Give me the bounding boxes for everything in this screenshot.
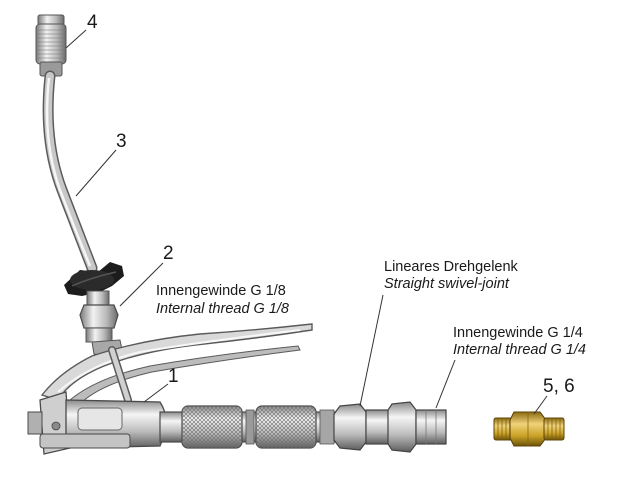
leader-2 bbox=[119, 262, 164, 307]
leader-56 bbox=[533, 395, 548, 415]
extension-pipe bbox=[42, 70, 98, 274]
main-tube bbox=[159, 405, 351, 449]
coupler-head bbox=[35, 14, 67, 77]
thread-g18-label-de: Innengewinde G 1/8 bbox=[156, 283, 286, 299]
swivel-label-en: Straight swivel-joint bbox=[384, 276, 509, 292]
leader-lines bbox=[65, 29, 548, 415]
callout-3: 3 bbox=[116, 131, 127, 152]
lever-handle bbox=[40, 323, 313, 405]
thread-g14-label-en: Internal thread G 1/4 bbox=[453, 342, 586, 358]
thread-g14-label-de: Innengewinde G 1/4 bbox=[453, 325, 583, 341]
leader-thread-g14 bbox=[435, 359, 456, 409]
leader-3 bbox=[75, 149, 117, 197]
leader-swivel bbox=[359, 294, 384, 407]
callout-4: 4 bbox=[87, 12, 98, 33]
callout-1: 1 bbox=[168, 366, 179, 387]
leader-1 bbox=[143, 383, 169, 403]
swivel-label-de: Lineares Drehgelenk bbox=[384, 259, 518, 275]
swivel-joint bbox=[333, 401, 447, 453]
callout-5-6: 5, 6 bbox=[543, 376, 575, 397]
brass-nipple bbox=[493, 411, 565, 447]
lever-rod bbox=[108, 346, 132, 404]
star-knob bbox=[64, 262, 124, 296]
callout-2: 2 bbox=[163, 243, 174, 264]
thread-g18-label-en: Internal thread G 1/8 bbox=[156, 301, 289, 317]
leader-4 bbox=[65, 29, 87, 49]
hex-fitting bbox=[79, 290, 123, 357]
